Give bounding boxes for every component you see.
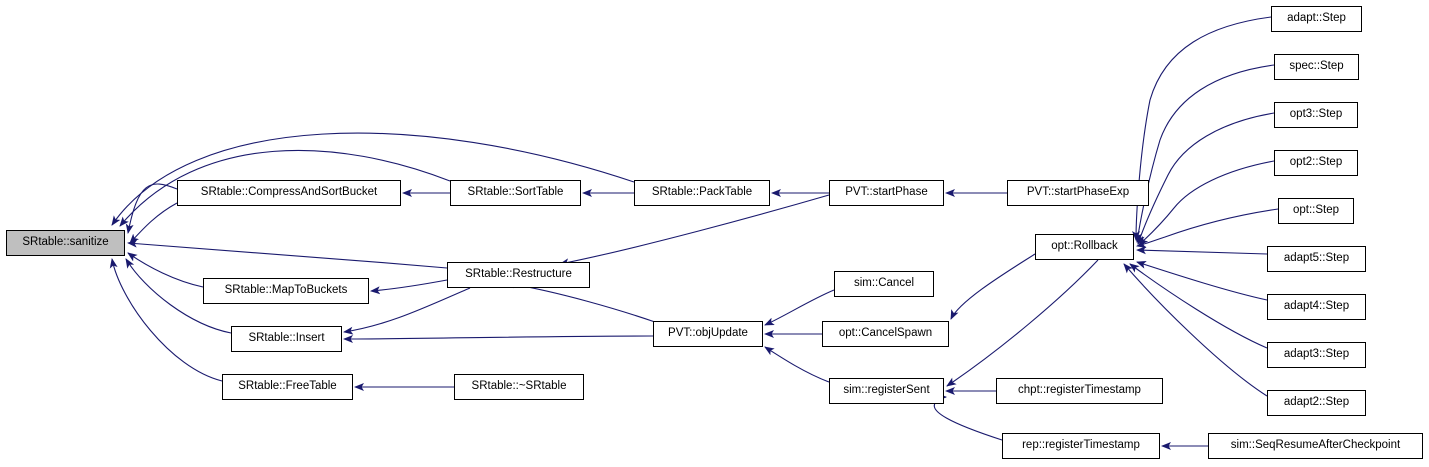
graph-edge [946,259,1099,387]
graph-node-startphase[interactable]: PVT::startPhase [829,180,944,206]
graph-node-adaptstep[interactable]: adapt::Step [1271,6,1362,32]
graph-node-dtor[interactable]: SRtable::~SRtable [454,374,584,400]
graph-node-label: adapt3::Step [1283,348,1350,361]
graph-node-optstep[interactable]: opt::Step [1278,198,1354,224]
graph-node-freetable[interactable]: SRtable::FreeTable [222,374,353,400]
graph-edge [950,253,1036,320]
graph-node-label: SRtable::MapToBuckets [224,284,348,297]
graph-node-label: spec::Step [1289,60,1344,73]
graph-node-label: SRtable::~SRtable [471,380,567,393]
graph-node-seqresume[interactable]: sim::SeqResumeAfterCheckpoint [1208,433,1423,459]
graph-node-label: sim::SeqResumeAfterCheckpoint [1230,439,1401,452]
graph-edge [370,279,448,295]
graph-node-label: SRtable::SortTable [467,186,564,199]
graph-edge [559,194,830,267]
graph-node-label: PVT::startPhaseExp [1026,186,1130,199]
graph-node-label: rep::registerTimestamp [1022,439,1140,452]
graph-edge [1132,16,1272,241]
graph-node-label: chpt::registerTimestamp [1018,384,1141,397]
graph-node-label: adapt2::Step [1283,396,1350,409]
graph-edge [129,202,178,244]
graph-edge [1129,263,1268,349]
graph-node-adapt5step[interactable]: adapt5::Step [1267,246,1366,272]
graph-node-adapt2step[interactable]: adapt2::Step [1267,390,1366,416]
graph-edge [1138,160,1275,246]
graph-node-chptregister[interactable]: chpt::registerTimestamp [996,378,1163,404]
graph-node-restructure[interactable]: SRtable::Restructure [447,262,590,288]
graph-node-startphaseexp[interactable]: PVT::startPhaseExp [1007,180,1149,206]
graph-node-sanitize[interactable]: SRtable::sanitize [6,230,125,256]
graph-edge [505,280,656,323]
graph-node-adapt3step[interactable]: adapt3::Step [1267,342,1366,368]
graph-node-label: sim::Cancel [853,277,915,290]
graph-node-opt2step[interactable]: opt2::Step [1274,150,1358,176]
graph-node-label: SRtable::Insert [248,332,325,345]
graph-edge [1136,260,1268,301]
graph-node-label: opt3::Step [1289,108,1343,121]
graph-node-label: SRtable::PackTable [651,186,753,199]
graph-node-registersent[interactable]: sim::registerSent [829,378,944,404]
graph-node-label: SRtable::CompressAndSortBucket [200,186,378,199]
graph-node-repregister[interactable]: rep::registerTimestamp [1002,433,1160,459]
graph-node-label: adapt5::Step [1283,252,1350,265]
graph-node-compress[interactable]: SRtable::CompressAndSortBucket [177,180,401,206]
graph-node-simcancel[interactable]: sim::Cancel [834,271,934,297]
graph-node-label: adapt::Step [1287,12,1346,25]
graph-edge [125,183,178,234]
graph-node-label: PVT::objUpdate [668,327,748,340]
graph-edge [343,334,654,343]
graph-node-objupdate[interactable]: PVT::objUpdate [653,321,763,347]
graph-node-insert[interactable]: SRtable::Insert [231,326,342,352]
graph-node-label: opt2::Step [1289,156,1343,169]
graph-edge [127,239,448,269]
graph-edge [764,346,830,383]
graph-node-label: SRtable::sanitize [22,236,109,249]
graph-node-label: opt::Rollback [1051,240,1118,253]
graph-edge [119,149,451,227]
graph-node-label: opt::CancelSpawn [838,327,933,340]
graph-node-adapt4step[interactable]: adapt4::Step [1267,294,1366,320]
graph-edge [127,252,204,288]
graph-node-rollback[interactable]: opt::Rollback [1035,234,1134,260]
graph-edge [343,287,471,335]
graph-node-maptobuckets[interactable]: SRtable::MapToBuckets [203,278,369,304]
graph-edge [1134,64,1275,243]
graph-edge [1136,208,1279,249]
graph-node-label: SRtable::FreeTable [238,380,337,393]
graph-edge [764,289,835,326]
graph-node-label: sim::registerSent [843,384,930,397]
graph-node-label: adapt4::Step [1283,300,1350,313]
graph-node-opt3step[interactable]: opt3::Step [1274,102,1358,128]
graph-edge [1136,246,1268,255]
graph-node-label: PVT::startPhase [845,186,928,199]
graph-node-packtable[interactable]: SRtable::PackTable [634,180,770,206]
graph-edge [1123,263,1268,397]
graph-node-cancelspawn[interactable]: opt::CancelSpawn [822,321,949,347]
graph-node-specstep[interactable]: spec::Step [1274,54,1359,80]
graph-node-label: opt::Step [1292,204,1340,217]
graph-edge [125,258,232,334]
graph-node-label: SRtable::Restructure [465,268,572,281]
graph-edge [1137,112,1275,245]
graph-edge [111,132,635,226]
graph-edge [109,258,223,382]
graph-edge [933,395,1003,441]
graph-node-sorttable[interactable]: SRtable::SortTable [450,180,581,206]
